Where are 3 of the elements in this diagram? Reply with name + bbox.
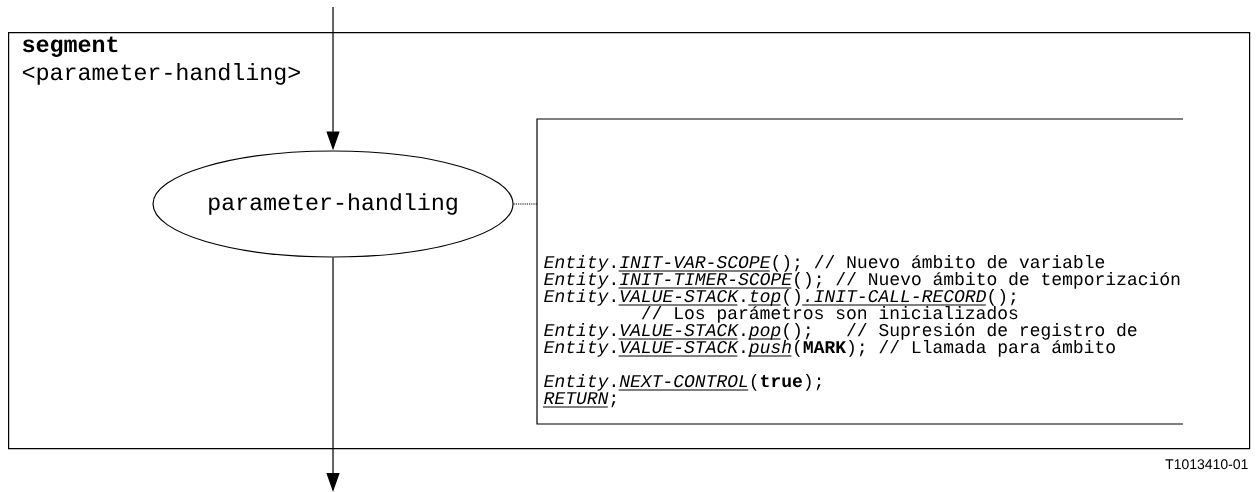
figure-number: T1013410-01 bbox=[1165, 459, 1248, 470]
text-annotation: Entity.INIT-VAR-SCOPE(); // Nuevo ámbito de variable Entity.INIT-TIMER-SCOPE(); // Nuevo ámbito de temporización Entity.VALUE-STACK.top().INIT-CALL-RECORD(); // Los parámetros son inicializados Entity.VALUE-STACK.pop(); // Supresión de registro de Entity.VALUE-STACK.push(MARK); // Llamada para ámbito Entity.NEXT-CONTROL(true); RETURN; bbox=[536, 118, 1184, 425]
connector-line bbox=[513, 203, 538, 205]
